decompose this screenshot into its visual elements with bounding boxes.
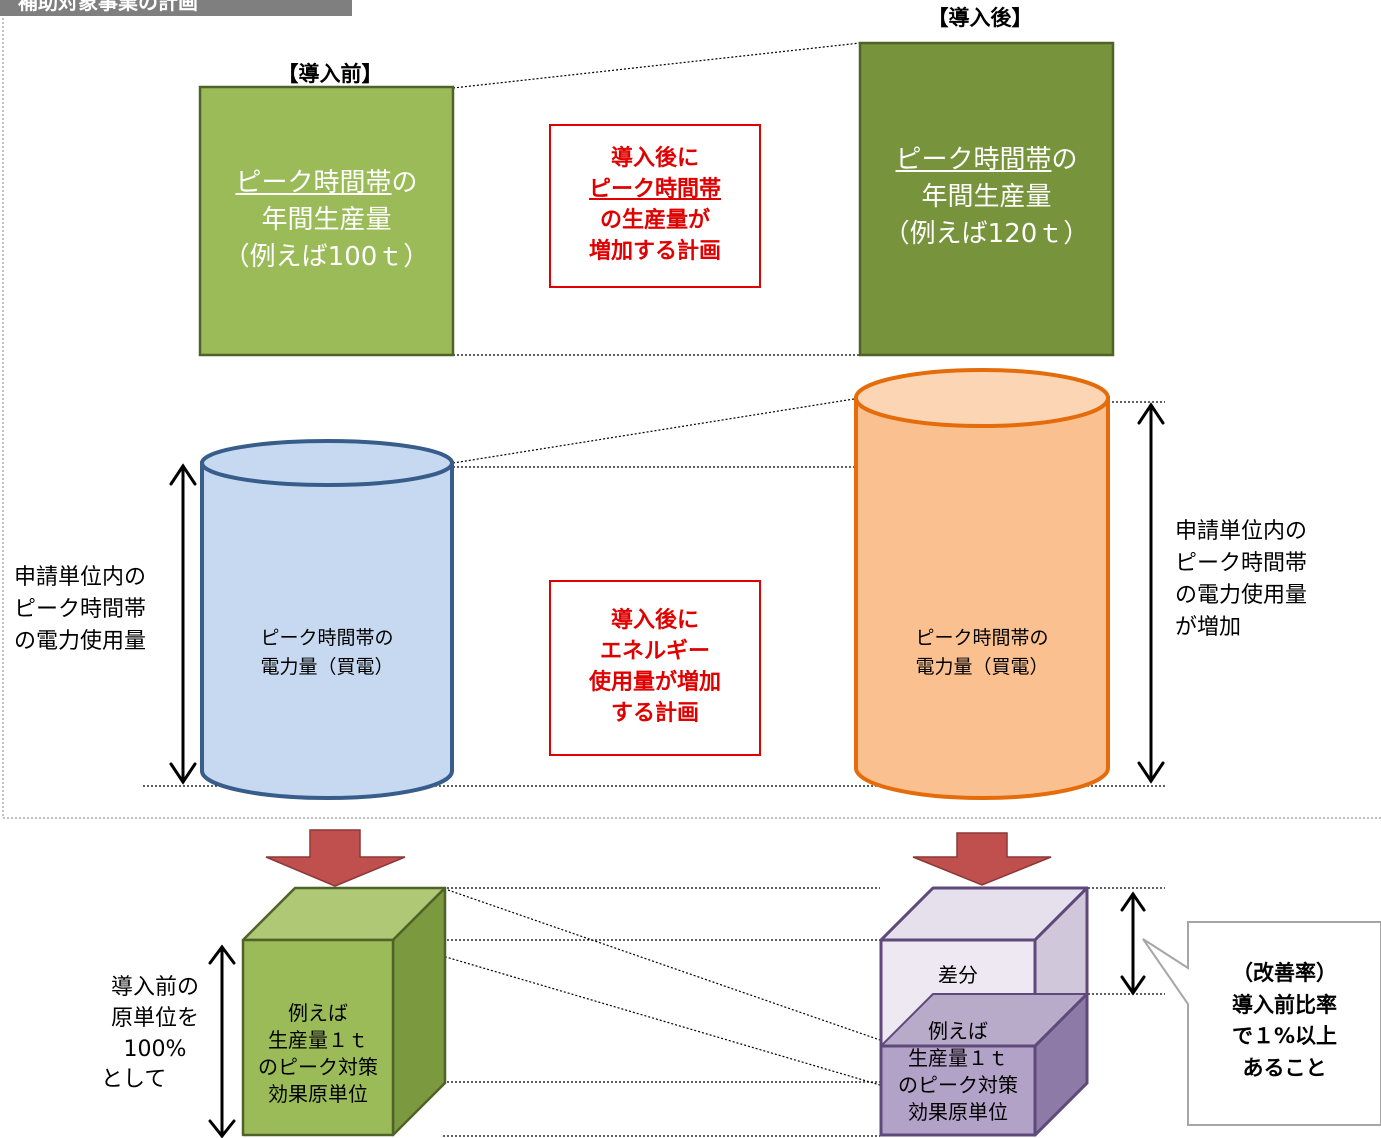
before-cube-line2: 生産量１ｔ	[268, 1028, 368, 1052]
callout-line3: で１%以上	[1231, 1024, 1338, 1048]
measure-arrows	[169, 402, 1165, 1138]
before-usage-line2: ピーク時間帯	[14, 596, 147, 622]
before-unit-line1: 導入前の	[110, 975, 199, 1000]
after-cube	[879, 886, 1089, 1137]
after-cylinder-line2: 電力量（買電）	[915, 656, 1049, 679]
before-production-line2: 年間生産量	[261, 204, 392, 235]
before-unit-label: 導入前の 原単位を 100% として	[95, 973, 215, 1096]
before-cube-text: 例えば 生産量１ｔ のピーク対策 効果原単位	[243, 1000, 393, 1108]
before-down-arrow	[265, 829, 406, 887]
plan-production-line2: ピーク時間帯	[588, 177, 721, 203]
after-cube-line4: 効果原単位	[908, 1100, 1008, 1124]
before-cylinder-line2: 電力量（買電）	[260, 656, 394, 679]
after-production-underlined: ピーク時間帯	[895, 145, 1052, 175]
before-unit-line2: 原単位を	[110, 1005, 199, 1031]
before-cylinder-line1: ピーク時間帯の	[260, 627, 394, 649]
before-production-line3: （例えば100ｔ）	[223, 241, 430, 272]
plan-production-line1: 導入後に	[610, 146, 699, 172]
plan-energy-line1: 導入後に	[610, 608, 699, 634]
plan-production-line4: 増加する計画	[588, 238, 721, 264]
plan-production-box: 導入後に ピーク時間帯 の生産量が 増加する計画	[549, 124, 761, 288]
before-production-underlined: ピーク時間帯	[235, 168, 392, 198]
after-usage-line1: 申請単位内の	[1175, 519, 1308, 544]
after-cube-line3: のピーク対策	[898, 1073, 1018, 1097]
after-production-suffix: の	[1051, 145, 1078, 175]
before-production-box	[198, 85, 455, 357]
plan-energy-line4: する計画	[610, 700, 699, 726]
after-cube-line1: 例えば	[928, 1019, 988, 1043]
after-cube-line2: 生産量１ｔ	[908, 1046, 1008, 1070]
before-unit-line3: 100%	[123, 1036, 187, 1062]
before-cube-line4: 効果原単位	[268, 1082, 368, 1106]
after-cube-diff-label: 差分	[938, 963, 978, 987]
before-usage-line3: の電力使用量	[14, 628, 147, 654]
after-down-arrow	[912, 832, 1052, 886]
before-production-text: ピーク時間帯の 年間生産量 （例えば100ｔ）	[200, 165, 453, 276]
before-cube-line3: のピーク対策	[258, 1055, 378, 1079]
after-cylinder-text: ピーク時間帯の 電力量（買電）	[856, 624, 1108, 683]
after-usage-line2: ピーク時間帯	[1175, 550, 1308, 576]
after-production-text: ピーク時間帯の 年間生産量 （例えば120ｔ）	[860, 142, 1113, 253]
after-cylinder	[854, 368, 1110, 800]
plan-production-line3: の生産量が	[599, 208, 710, 233]
before-heading: 【導入前】	[277, 62, 383, 86]
after-usage-line4: が増加	[1175, 614, 1242, 640]
after-cylinder-line1: ピーク時間帯の	[915, 627, 1049, 649]
callout-line2: 導入前比率	[1232, 992, 1337, 1017]
section-frame	[2, 10, 1381, 819]
before-cylinder	[200, 439, 454, 800]
improvement-callout-text: （改善率） 導入前比率 で１%以上 あること	[1188, 958, 1381, 1084]
before-unit-line4: として	[101, 1067, 167, 1093]
before-cylinder-text: ピーク時間帯の 電力量（買電）	[202, 624, 452, 683]
after-production-box	[858, 41, 1115, 357]
before-usage-line1: 申請単位内の	[14, 565, 147, 590]
after-production-line2: 年間生産量	[921, 181, 1052, 212]
after-production-line3: （例えば120ｔ）	[883, 218, 1090, 249]
callout-shape	[1142, 921, 1381, 1126]
plan-energy-box: 導入後に エネルギー 使用量が増加 する計画	[549, 580, 761, 756]
after-heading: 【導入後】	[927, 6, 1033, 30]
callout-line1: （改善率）	[1232, 961, 1337, 985]
after-cube-text: 例えば 生産量１ｔ のピーク対策 効果原単位	[881, 1018, 1035, 1126]
before-cube-line1: 例えば	[288, 1001, 348, 1025]
callout-line4: あること	[1242, 1055, 1327, 1080]
after-usage-line3: の電力使用量	[1175, 582, 1308, 608]
before-cube	[241, 886, 447, 1137]
section-tag: 補助対象事業の計画	[0, 0, 352, 16]
connector-lines	[143, 42, 1165, 1137]
before-usage-label: 申請単位内の ピーク時間帯 の電力使用量	[14, 562, 184, 658]
plan-energy-line2: エネルギー	[599, 639, 710, 665]
before-production-suffix: の	[391, 168, 418, 198]
after-usage-label: 申請単位内の ピーク時間帯 の電力使用量 が増加	[1175, 516, 1375, 644]
plan-energy-line3: 使用量が増加	[588, 670, 721, 695]
